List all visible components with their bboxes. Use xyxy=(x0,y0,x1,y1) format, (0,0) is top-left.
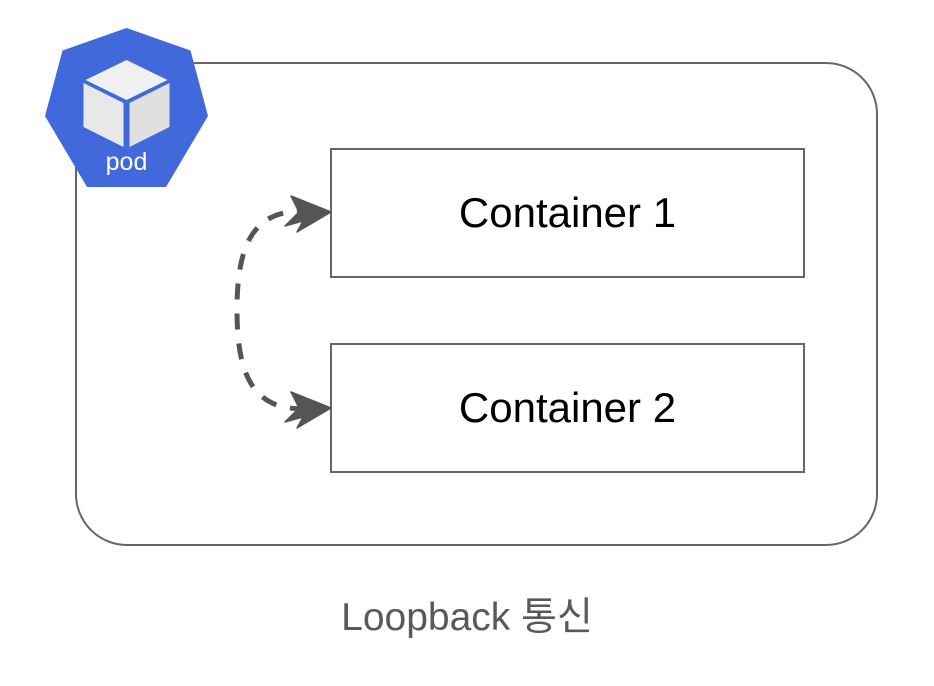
pod-boundary xyxy=(75,62,878,546)
heptagon-shape xyxy=(45,28,208,187)
container-1-label: Container 1 xyxy=(458,189,677,236)
pod-badge[interactable] xyxy=(44,27,209,192)
diagram-caption: Loopback 통신 xyxy=(341,596,593,639)
container-2-box[interactable]: Container 2 xyxy=(330,343,805,473)
pod-heptagon-icon xyxy=(45,28,208,187)
container-1-box[interactable]: Container 1 xyxy=(330,148,805,278)
cube-icon xyxy=(83,60,170,147)
container-2-label: Container 2 xyxy=(458,384,677,431)
